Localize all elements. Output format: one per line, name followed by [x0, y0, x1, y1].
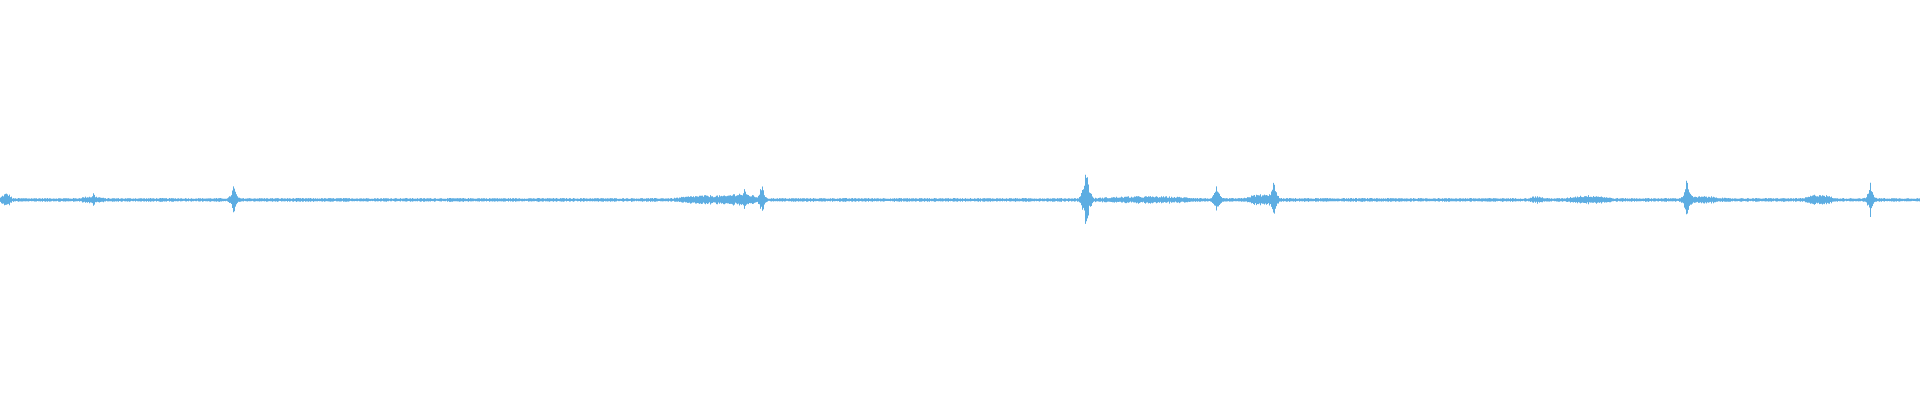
waveform-trace [0, 174, 1920, 224]
